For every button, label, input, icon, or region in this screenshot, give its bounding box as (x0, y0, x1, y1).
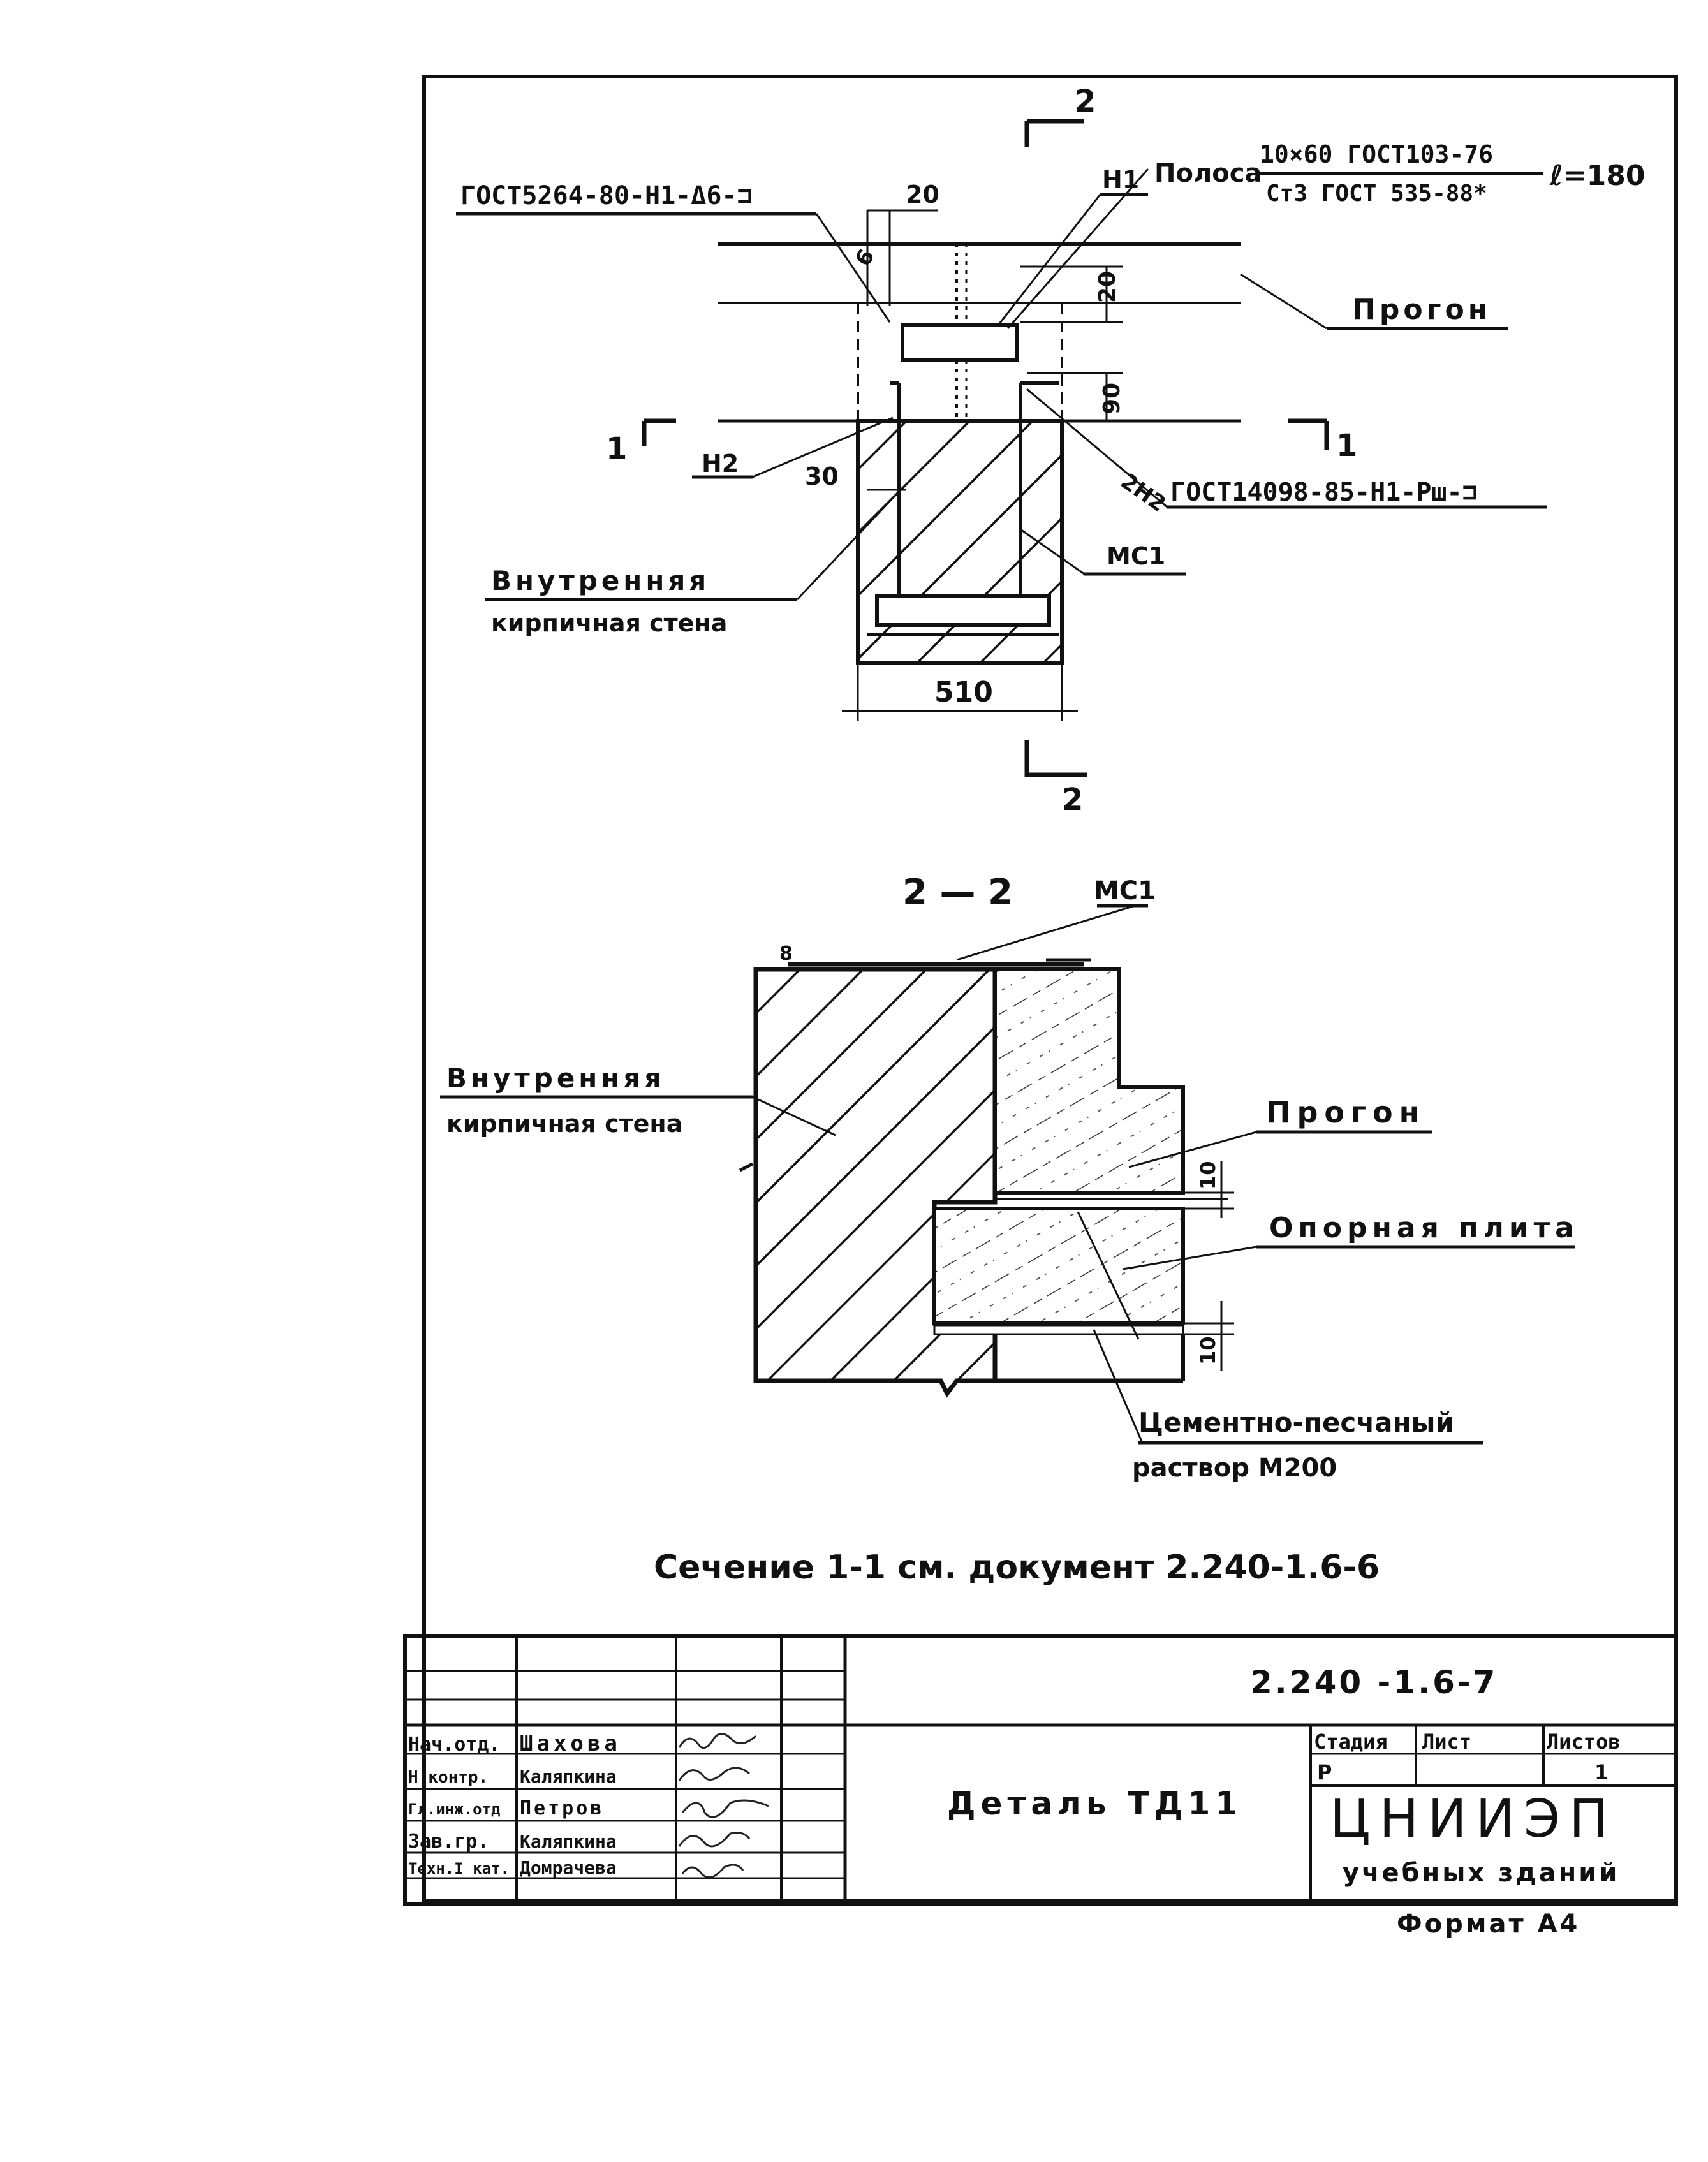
label-strip-bottom: Ст3 ГОСТ 535-88* (1266, 180, 1487, 207)
label-n1: Н1 (1102, 166, 1139, 194)
dim-20-right: 20 (1094, 271, 1121, 303)
label-wall-plan-1: Внутренняя (491, 565, 710, 596)
tb-sheets-header: Листов (1547, 1730, 1621, 1754)
label-mc1-section: МС1 (1094, 876, 1156, 906)
tb-stage-header: Стадия (1314, 1730, 1388, 1754)
tb-role-3: Зав.гр. (408, 1830, 489, 1853)
label-purlin-plan: Прогон (1352, 293, 1491, 326)
tb-role-0: Нач.отд. (408, 1733, 501, 1756)
label-mc1-plan: МС1 (1107, 542, 1165, 570)
tb-title: Деталь ТД11 (947, 1785, 1242, 1822)
format-label: Формат А4 (1397, 1909, 1580, 1939)
section-mark-left: 1 (606, 431, 627, 467)
tb-name-2: Петров (520, 1797, 604, 1820)
label-wall-section-1: Внутренняя (446, 1063, 665, 1094)
dim-10a: 10 (1196, 1161, 1220, 1189)
dim-90: 90 (1099, 383, 1125, 415)
label-2n2: 2Н2 (1116, 469, 1170, 517)
tb-name-3: Каляпкина (520, 1831, 617, 1852)
section-purlin (993, 967, 1185, 1195)
label-support-plate: Опорная плита (1269, 1212, 1579, 1244)
tb-role-2: Гл.инж.отд (408, 1800, 501, 1818)
section-mark-right: 1 (1336, 428, 1357, 464)
tb-org-sub: учебных зданий (1343, 1858, 1619, 1888)
label-wall-plan-2: кирпичная стена (491, 609, 727, 637)
section-mark-top: 2 (1075, 84, 1096, 119)
tb-sheet-header: Лист (1422, 1730, 1471, 1754)
tb-sheets-value: 1 (1594, 1760, 1609, 1784)
tb-stage-value: Р (1317, 1760, 1332, 1784)
dim-6: 6 (850, 245, 880, 271)
plan-base-plate (875, 594, 1051, 627)
title-block: Нач.отд. Шахова Н.контр. Каляпкина Гл.ин… (403, 1634, 1678, 1906)
note-section-1-1: Сечение 1-1 см. документ 2.240-1.6-6 (654, 1548, 1380, 1587)
tb-doc-number: 2.240 -1.6-7 (1250, 1664, 1498, 1701)
dim-10b: 10 (1196, 1336, 1220, 1365)
tb-role-1: Н.контр. (408, 1768, 488, 1787)
label-strip-top: 10×60 ГОСТ103-76 (1260, 140, 1493, 168)
dim-510: 510 (934, 676, 993, 709)
label-wall-section-2: кирпичная стена (446, 1110, 682, 1138)
plan-strip-plate (901, 323, 1019, 362)
label-purlin-section: Прогон (1266, 1095, 1425, 1129)
label-mortar-2: раствор М200 (1132, 1453, 1337, 1483)
tb-name-1: Каляпкина (520, 1766, 617, 1787)
dim-8: 8 (779, 943, 793, 965)
label-mortar-1: Цементно-песчаный (1138, 1407, 1454, 1438)
dim-30: 30 (805, 462, 839, 490)
tb-org-name: ЦНИИЭП (1330, 1789, 1617, 1849)
section-mark-bottom: 2 (1062, 782, 1083, 818)
section-mortar-bed (933, 1324, 1184, 1335)
label-weld-gost: ГОСТ5264-80-Н1-Δ6-⊐ (460, 181, 753, 210)
section-title: 2 — 2 (902, 872, 1013, 913)
sheet-frame (422, 75, 1678, 1902)
tb-name-0: Шахова (520, 1731, 621, 1756)
section-2-2: 2 — 2 МС1 8 Внутренняя кирпичная стена П… (440, 872, 1579, 1483)
tb-name-4: Домрачева (520, 1857, 617, 1878)
dim-20-top: 20 (906, 180, 939, 209)
plan-view: 2 2 1 1 ГОСТ5264-80-Н1-Δ6-⊐ 20 6 Н1 Поло… (456, 84, 1645, 818)
label-n2: Н2 (702, 450, 739, 478)
signatures (678, 1733, 769, 1879)
label-strip-prefix: Полоса (1154, 159, 1262, 188)
tb-role-4: Техн.I кат. (408, 1860, 510, 1878)
label-weld-gost2: ГОСТ14098-85-Н1-Рш-⊐ (1170, 478, 1478, 507)
label-strip-length: ℓ=180 (1549, 159, 1645, 192)
